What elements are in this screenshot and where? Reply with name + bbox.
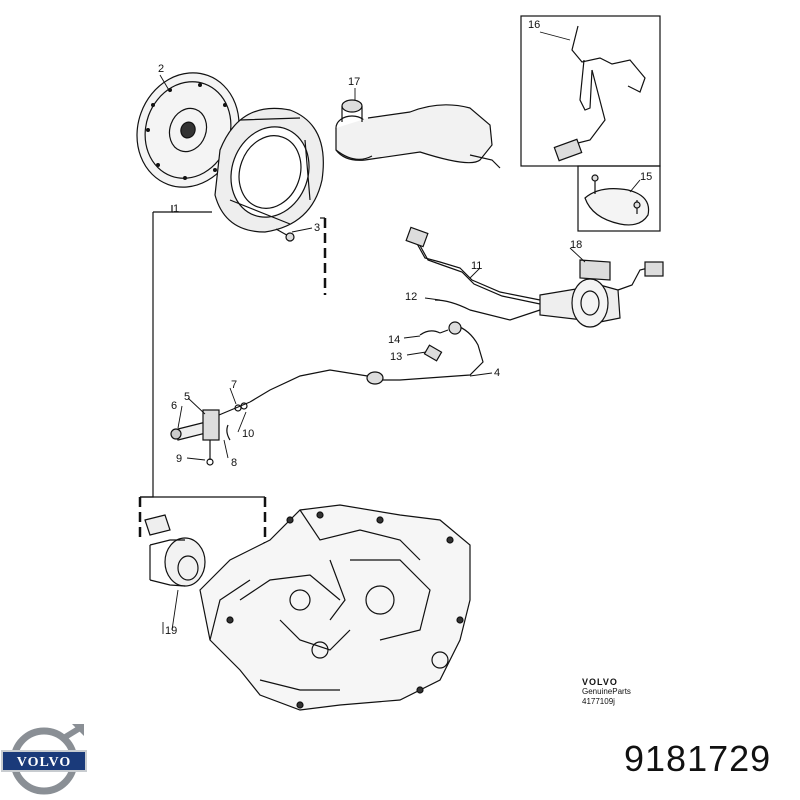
callout-14: 14 [388, 334, 400, 346]
callout-16: 16 [528, 19, 540, 31]
genuine-parts-mark: VOLVO GenuineParts 4177109j [582, 677, 662, 707]
bolt [275, 228, 295, 242]
callout-11: 11 [471, 260, 482, 272]
gasket-plate [584, 174, 650, 226]
bleed-fitting [170, 401, 251, 466]
callout-1: 1 [173, 203, 179, 215]
clutch-pedal [553, 25, 646, 162]
callout-7: 7 [231, 379, 237, 391]
fluid-reservoir [335, 99, 501, 169]
line-connector [405, 226, 429, 248]
pressure-plate [214, 107, 324, 233]
transmission [199, 504, 471, 711]
callout-13: 13 [390, 351, 402, 363]
callout-15: 15 [640, 171, 652, 183]
callout-5: 5 [184, 391, 190, 403]
leader-lines [159, 31, 641, 634]
gasket-plate-frame [577, 165, 661, 232]
brand-name: VOLVO [582, 677, 618, 687]
grouping-lines [140, 205, 325, 498]
callout-18: 18 [570, 239, 582, 251]
volvo-logo-wordmark: VOLVO [17, 755, 72, 770]
part-number: 9181729 [624, 738, 772, 779]
genuine-parts-text: GenuineParts [582, 687, 631, 696]
callout-17: 17 [348, 76, 360, 88]
callout-10: 10 [242, 428, 254, 440]
pipe-clip [419, 321, 462, 362]
drawing-code: 4177109j [582, 697, 615, 706]
callout-4: 4 [494, 367, 500, 379]
callout-labels: 1 2 3 4 5 6 7 8 9 10 11 12 13 14 15 16 1… [158, 19, 652, 637]
callout-3: 3 [314, 222, 320, 234]
release-bearing [144, 514, 206, 587]
callout-9: 9 [176, 453, 182, 465]
master-cylinder [539, 259, 664, 328]
volvo-logo: VOLVO [1, 724, 87, 795]
callout-2: 2 [158, 63, 164, 75]
callout-8: 8 [231, 457, 237, 469]
callout-19: 19 [165, 625, 177, 637]
hose-union [366, 371, 384, 385]
callout-12: 12 [405, 291, 417, 303]
callout-6: 6 [171, 400, 177, 412]
